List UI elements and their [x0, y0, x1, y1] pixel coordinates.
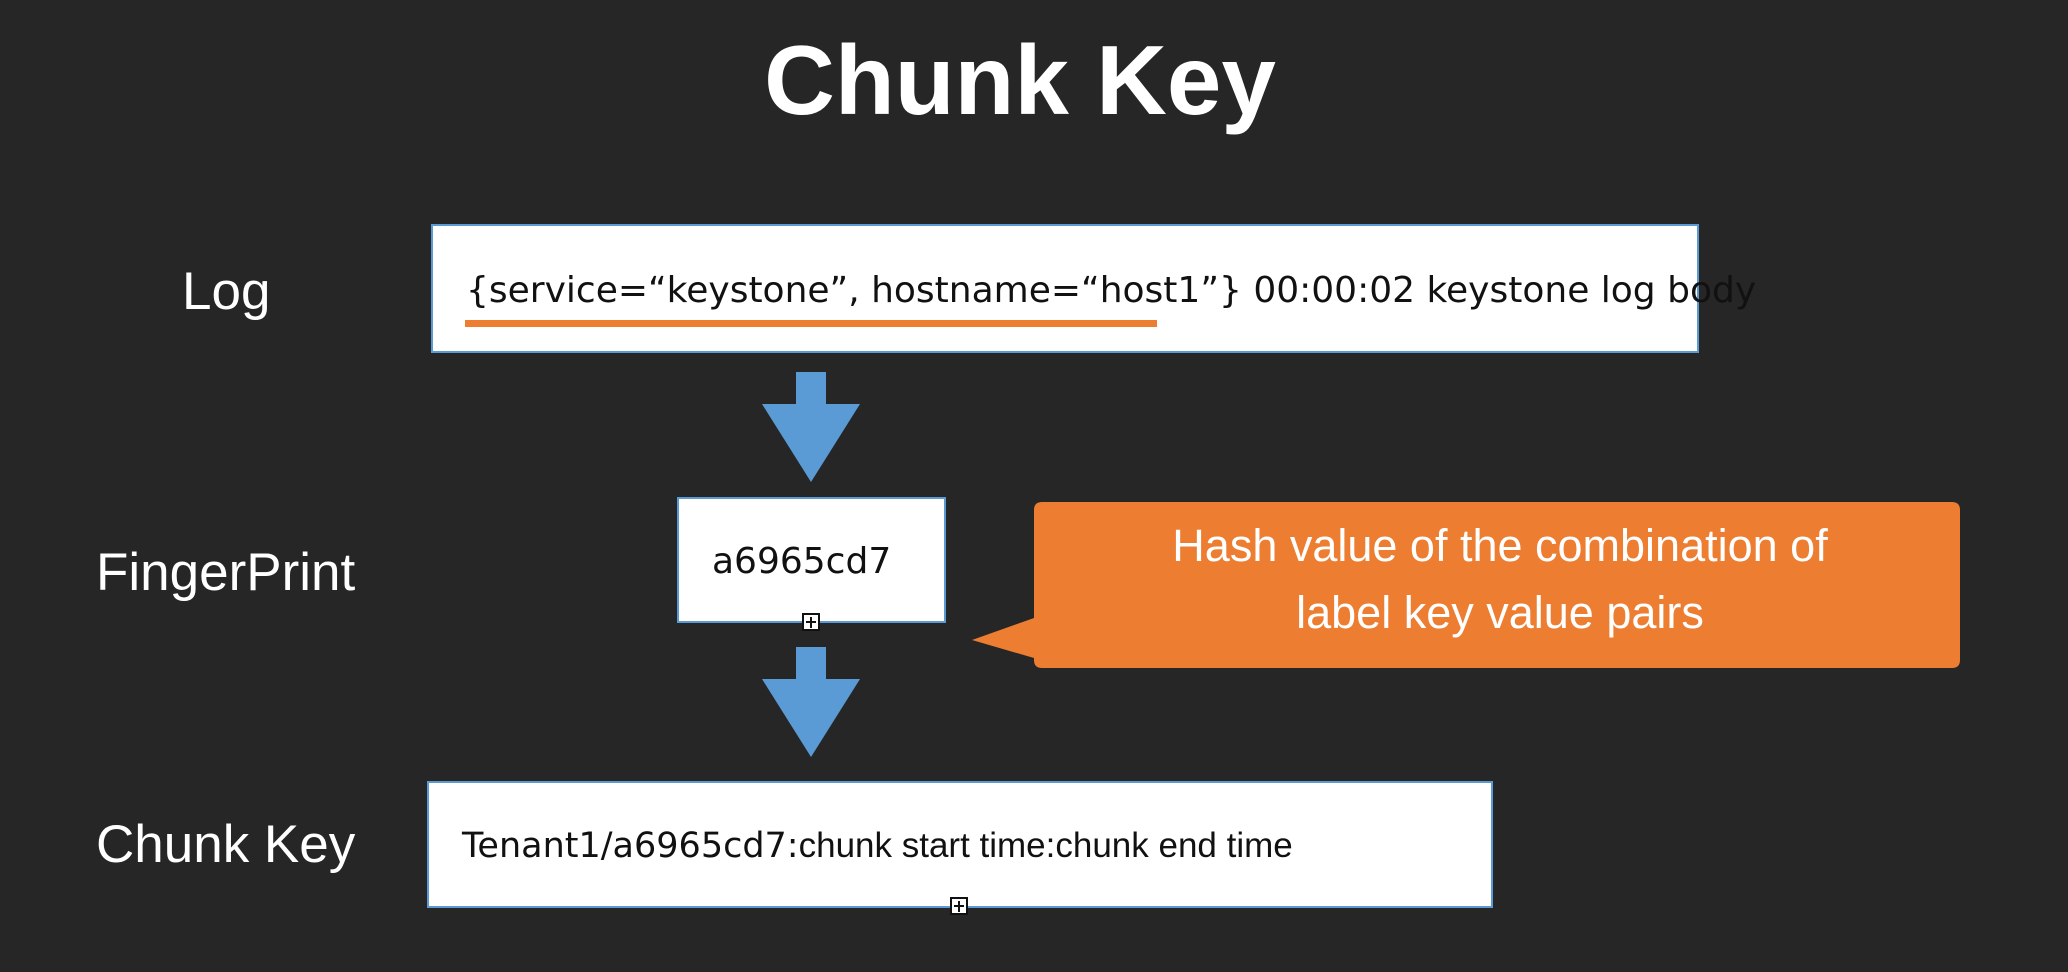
fingerprint-label: FingerPrint	[96, 543, 356, 602]
labels-highlight-underline	[465, 320, 1157, 327]
chunk-key-label: Chunk Key	[96, 815, 356, 874]
log-label: Log	[182, 262, 271, 321]
callout-text: Hash value of the combination of label k…	[1060, 512, 1940, 646]
resize-handle-icon[interactable]	[802, 613, 820, 631]
log-text: {service=“keystone”, hostname=“host1”} 0…	[466, 271, 1756, 311]
callout-line-1: Hash value of the combination of	[1172, 520, 1828, 571]
log-rest-text: 00:00:02 keystone log body	[1241, 270, 1757, 311]
page-title: Chunk Key	[764, 25, 1276, 135]
callout-bubble	[972, 502, 1960, 668]
chunk-key-box: Tenant1/a6965cd7:chunk start time:chunk …	[427, 781, 1493, 908]
down-arrow-icon	[762, 647, 860, 757]
chunk-key-suffix: chunk start time:chunk end time	[798, 826, 1293, 865]
log-box: {service=“keystone”, hostname=“host1”} 0…	[431, 224, 1756, 353]
down-arrow-icon	[762, 372, 860, 482]
chunk-key-text: Tenant1/a6965cd7:chunk start time:chunk …	[462, 826, 1293, 866]
log-labels-text: {service=“keystone”, hostname=“host1”}	[466, 270, 1242, 311]
fingerprint-box: a6965cd7	[677, 497, 946, 623]
resize-handle-icon[interactable]	[950, 897, 968, 915]
fingerprint-value: a6965cd7	[712, 541, 892, 582]
callout-line-2: label key value pairs	[1296, 587, 1704, 638]
chunk-key-prefix: Tenant1/a6965cd7:	[462, 826, 799, 866]
